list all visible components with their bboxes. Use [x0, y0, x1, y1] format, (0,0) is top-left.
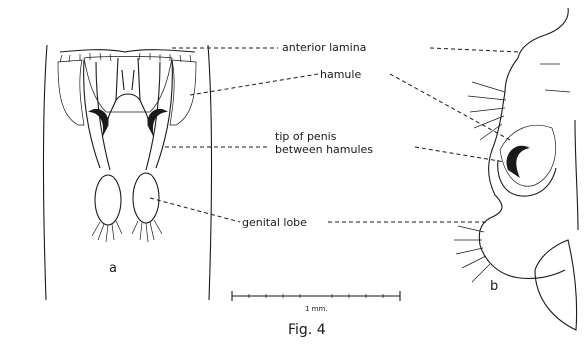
panel-label-a: a: [109, 261, 117, 276]
lower-plate-b: [535, 240, 577, 330]
hamule-right-a: [170, 60, 196, 125]
panel-b-drawing: [454, 8, 578, 330]
panel-label-b: b: [490, 279, 498, 294]
scale-bar-label: 1 mm.: [305, 305, 328, 313]
label-tip-of-penis-line2: between hamules: [275, 143, 373, 156]
figure-caption: Fig. 4: [288, 322, 326, 338]
body-outline-right: [208, 45, 212, 300]
anterior-lamina-a: [60, 50, 195, 52]
label-hamule: hamule: [320, 68, 361, 81]
genital-lobe-left-a: [95, 175, 121, 225]
label-tip-of-penis-line1: tip of penis: [275, 130, 337, 143]
penis-tip-b: [507, 146, 530, 178]
scale-bar: [232, 291, 400, 301]
body-outline-left: [43, 45, 47, 300]
body-outline-b: [479, 8, 568, 278]
label-genital-lobe: genital lobe: [242, 216, 307, 229]
genital-lobe-right-a: [133, 173, 159, 223]
penis-tip-a: [148, 109, 168, 138]
hamule-left-a: [58, 60, 84, 125]
panel-a-drawing: [43, 45, 211, 300]
label-anterior-lamina: anterior lamina: [282, 41, 366, 54]
